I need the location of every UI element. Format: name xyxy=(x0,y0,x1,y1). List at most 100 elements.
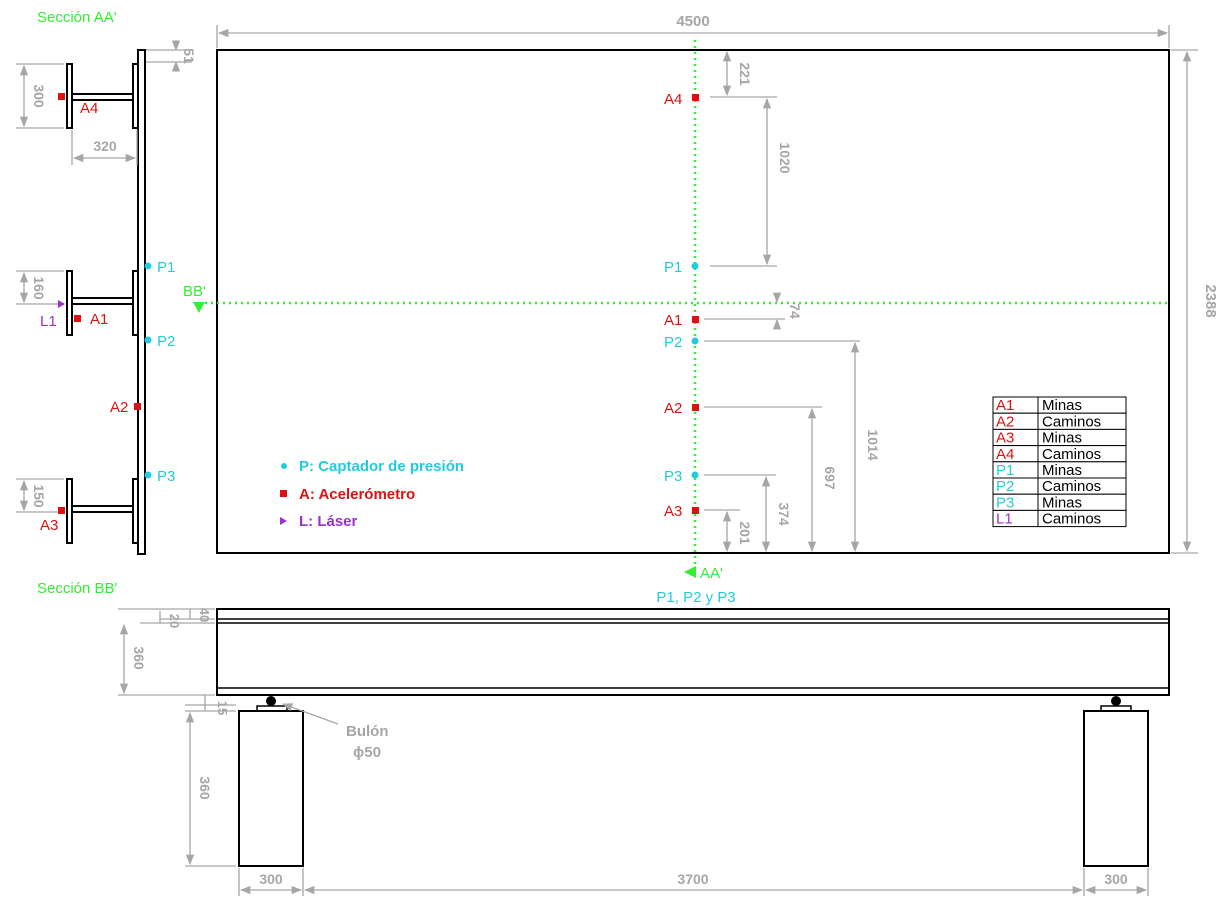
plan-sensor-a1-label: A1 xyxy=(664,312,682,329)
aa-sensor-p1-marker xyxy=(144,262,152,270)
dim-aa-rib-width: 320 xyxy=(93,138,117,154)
bulon-diameter-label: ϕ50 xyxy=(353,744,381,761)
table-team-name: Caminos xyxy=(1042,446,1101,463)
dim-bb-gap: 20 xyxy=(167,614,182,628)
legend-pressure-icon xyxy=(281,463,287,469)
dim-aa-rib-height-mid: 160 xyxy=(31,276,47,300)
plan-outline xyxy=(216,49,1170,554)
section-aa-label: AA' xyxy=(700,565,723,582)
dim-aa-rib-height-top: 300 xyxy=(31,84,47,108)
section-aa-arrow-icon xyxy=(684,566,696,578)
plan-sensor-a2-marker xyxy=(692,404,699,411)
aa-sensor-a3-marker xyxy=(58,507,65,514)
bulon-leader xyxy=(282,703,339,725)
section-aa: Sección AA' xyxy=(16,9,197,555)
table-team-name: Caminos xyxy=(1042,478,1101,495)
plan-sensor-a4-marker xyxy=(692,94,699,101)
dim-aa-top-offset: 51 xyxy=(181,48,197,64)
plan-sensor-p2-label: P2 xyxy=(664,334,682,351)
table-sensor-code: P3 xyxy=(996,494,1014,511)
aa-sensor-a1-label: A1 xyxy=(90,311,108,328)
table-team-name: Minas xyxy=(1042,462,1082,479)
aa-sensor-a1-marker xyxy=(74,315,81,322)
dim-p2-from-bottom: 1014 xyxy=(865,429,881,460)
table-team-name: Caminos xyxy=(1042,511,1101,528)
section-bb: Sección BB' P1, P2 y P3 Bulón ϕ50 xyxy=(37,580,1170,896)
table-sensor-code: A4 xyxy=(996,446,1014,463)
dim-a3-from-bottom: 201 xyxy=(737,521,753,545)
plan-sensor-p3-label: P3 xyxy=(664,468,682,485)
aa-sensor-a4-label: A4 xyxy=(80,100,98,117)
support-left xyxy=(238,696,304,867)
dim-a4-from-top: 221 xyxy=(737,62,753,86)
aa-sensor-l1-marker xyxy=(58,300,65,308)
aa-sensor-p2-marker xyxy=(144,336,152,344)
sensor-legend: P: Captador de presión A: Acelerómetro L… xyxy=(280,458,464,530)
plan-sensor-p1-label: P1 xyxy=(664,259,682,276)
dim-span: 3700 xyxy=(677,871,708,887)
dim-bb-to-a1: 74 xyxy=(787,303,803,319)
plan-sensor-a4-label: A4 xyxy=(664,91,682,108)
support-right-block xyxy=(1083,710,1149,867)
legend-accel-icon xyxy=(280,490,287,497)
section-bb-arrow-icon xyxy=(193,302,205,313)
dim-bb-beam-depth: 360 xyxy=(131,646,147,670)
support-right xyxy=(1083,696,1149,867)
plan-sensor-a2-label: A2 xyxy=(664,400,682,417)
dim-bb-pin: 15 xyxy=(215,701,230,715)
bb-beam xyxy=(216,608,1170,696)
table-team-name: Minas xyxy=(1042,494,1082,511)
aa-sensor-a3-label: A3 xyxy=(40,517,58,534)
aa-dimensions xyxy=(16,40,192,513)
dim-support-width-right: 300 xyxy=(1104,871,1128,887)
table-team-cell xyxy=(1037,509,1127,528)
plan-sensor-a1-marker xyxy=(692,316,699,323)
aa-sensor-a4-marker xyxy=(58,93,65,100)
aa-rib-bottom xyxy=(66,478,139,544)
table-sensor-code: P1 xyxy=(996,462,1014,479)
dim-p3-from-bottom: 374 xyxy=(776,502,792,526)
aa-rib-middle xyxy=(66,270,139,336)
dim-aa-rib-height-bottom: 150 xyxy=(31,484,47,508)
table-sensor-code: L1 xyxy=(996,511,1013,528)
plan-sensor-p2-marker xyxy=(691,337,699,345)
table-sensor-code: A3 xyxy=(996,430,1014,447)
dim-overall-height: 2388 xyxy=(1202,284,1219,317)
dim-overall-length: 4500 xyxy=(676,13,709,30)
legend-accel-label: A: Acelerómetro xyxy=(299,486,415,503)
dim-support-height: 360 xyxy=(197,776,213,800)
aa-sensor-p3-label: P3 xyxy=(157,468,175,485)
support-right-pin-icon xyxy=(1111,696,1121,706)
dim-support-width-left: 300 xyxy=(259,871,283,887)
plan-sensor-a3-label: A3 xyxy=(664,503,682,520)
table-team-name: Minas xyxy=(1042,397,1082,414)
dim-a4-to-p1: 1020 xyxy=(777,142,793,173)
plan-sensor-p3-marker xyxy=(691,471,699,479)
table-sensor-code: P2 xyxy=(996,478,1014,495)
aa-sensor-p3-marker xyxy=(144,471,152,479)
aa-sensor-p2-label: P2 xyxy=(157,333,175,350)
support-left-block xyxy=(238,710,304,867)
aa-plate xyxy=(137,49,146,555)
legend-laser-label: L: Láser xyxy=(299,513,358,530)
legend-laser-icon xyxy=(280,517,287,525)
plan-view: BB' AA' xyxy=(183,13,1219,582)
aa-sensor-l1-label: L1 xyxy=(40,313,57,330)
dim-bb-plate: 40 xyxy=(197,608,212,622)
legend-pressure-label: P: Captador de presión xyxy=(299,458,464,475)
plan-dimensions xyxy=(216,25,1198,554)
table-team-name: Caminos xyxy=(1042,413,1101,430)
dim-a2-from-bottom: 697 xyxy=(822,466,838,490)
aa-rib-top xyxy=(66,63,139,129)
aa-sensor-a2-marker xyxy=(134,403,141,410)
support-left-pin-icon xyxy=(266,696,276,706)
section-bb-title: Sección BB' xyxy=(37,580,118,597)
bb-pressure-group-label: P1, P2 y P3 xyxy=(656,589,735,606)
section-bb-label: BB' xyxy=(183,283,206,300)
table-sensor-code: A1 xyxy=(996,397,1014,414)
plan-sensor-a3-marker xyxy=(692,507,699,514)
bulon-label: Bulón xyxy=(346,723,389,740)
